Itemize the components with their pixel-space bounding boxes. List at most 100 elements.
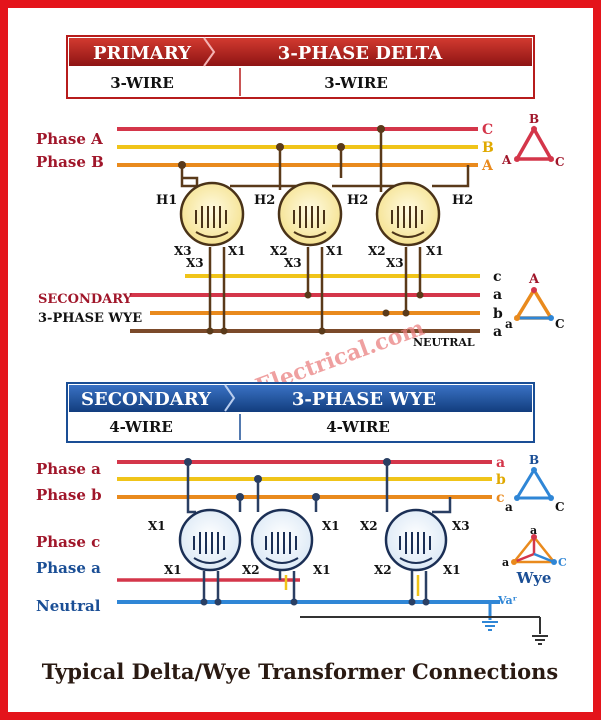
tap-dot	[206, 327, 214, 335]
secondary-label: SECONDARY	[38, 292, 133, 307]
transformer-diagram: PRIMARY 3-PHASE DELTA 3-WIRE 3-WIRE Phas…	[36, 35, 567, 684]
secondary-lines	[117, 460, 541, 634]
primary-banner-label: PRIMARY	[93, 43, 192, 64]
term-x3: X3	[452, 519, 470, 533]
phase-b-label: Phase B	[36, 153, 104, 171]
tap-dot	[382, 309, 390, 317]
tap-dot	[184, 458, 192, 466]
term-x1: X1	[426, 244, 444, 258]
tap-dot	[276, 143, 284, 151]
phase-b-label-2: Phase b	[36, 486, 102, 504]
delta-symbol: B A C	[501, 112, 565, 169]
tap-dot	[304, 291, 312, 299]
ground-icon	[532, 635, 548, 645]
svg-text:B: B	[529, 112, 539, 126]
term-h2: H2	[254, 193, 275, 208]
tap-dot	[200, 598, 208, 606]
term-x2: X2	[270, 244, 288, 258]
term-x1: X1	[313, 563, 331, 577]
neutral-label-2: Neutral	[36, 597, 101, 615]
secondary-transformer-2	[250, 508, 314, 572]
line-tag-b2: b	[496, 472, 506, 488]
wye-caption: Wye	[516, 569, 552, 587]
secondary-wire-right: 4-WIRE	[326, 418, 390, 436]
wye-star-symbol: a a C Wye	[502, 524, 567, 587]
line-tag-c2: c	[496, 490, 505, 506]
secondary-transformer-1	[178, 508, 242, 572]
secondary-taps	[186, 462, 452, 514]
line-tag-c: C	[482, 122, 493, 138]
svg-text:A: A	[501, 153, 512, 167]
primary-wire-left: 3-WIRE	[110, 74, 174, 92]
term-x2: X2	[368, 244, 386, 258]
term-x2: X2	[360, 519, 378, 533]
footer-title: Typical Delta/Wye Transformer Connection…	[42, 659, 559, 684]
phase-c-label-2: Phase c	[36, 533, 100, 551]
term-x1: X1	[443, 563, 461, 577]
secondary-banner-label: SECONDARY	[81, 389, 212, 410]
tap-dot	[408, 598, 416, 606]
secondary-banner: SECONDARY 3-PHASE WYE 4-WIRE 4-WIRE	[66, 382, 535, 443]
wye-triangle-symbol: A a C	[505, 272, 565, 331]
svg-text:C: C	[555, 155, 565, 169]
term-x1: X1	[326, 244, 344, 258]
svg-text:a: a	[505, 317, 513, 331]
phase-a-label-2: Phase a	[36, 460, 101, 478]
term-x1: X1	[322, 519, 340, 533]
sec-tag-a: a	[493, 287, 502, 303]
svg-text:A: A	[528, 272, 540, 287]
secondary-triangle-symbol: B a C	[505, 453, 565, 514]
primary-transformer-1	[179, 181, 245, 247]
tap-dot	[422, 598, 430, 606]
primary-secondary-drops	[208, 247, 422, 331]
tap-dot	[312, 493, 320, 501]
phase-a-label: Phase A	[36, 130, 103, 148]
term-x1: X1	[148, 519, 166, 533]
tap-dot	[377, 125, 385, 133]
term-x2: X2	[242, 563, 260, 577]
svg-text:C: C	[555, 500, 565, 514]
neutral-tag: Vaʳ	[497, 594, 518, 607]
term-x3: X3	[174, 244, 192, 258]
primary-transformer-3	[375, 181, 441, 247]
svg-text:C: C	[558, 556, 567, 569]
ground-icon	[482, 621, 498, 631]
tap-dot	[416, 291, 424, 299]
tap-dot	[383, 458, 391, 466]
term-h1: H1	[156, 193, 177, 208]
tap-dot	[220, 327, 228, 335]
secondary-banner-type: 3-PHASE WYE	[292, 389, 436, 410]
tap-dot	[290, 598, 298, 606]
secondary-type-label: 3-PHASE WYE	[38, 311, 142, 326]
term-h2: H2	[347, 193, 368, 208]
secondary-drops-color	[284, 575, 420, 596]
term-x3: X3	[186, 256, 204, 270]
secondary-transformer-3	[384, 508, 448, 572]
primary-banner-type: 3-PHASE DELTA	[278, 43, 443, 64]
svg-text:B: B	[529, 453, 539, 467]
neutral-label: NEUTRAL	[413, 336, 475, 349]
svg-text:C: C	[555, 317, 565, 331]
term-x1: X1	[164, 563, 182, 577]
primary-transformer-2	[277, 181, 343, 247]
term-x3: X3	[284, 256, 302, 270]
secondary-wire-left: 4-WIRE	[109, 418, 173, 436]
sec-tag-a: a	[493, 324, 502, 340]
primary-lines	[117, 127, 478, 167]
phase-a-label-3: Phase a	[36, 559, 101, 577]
term-h2: H2	[452, 193, 473, 208]
term-x3: X3	[386, 256, 404, 270]
line-tag-b: B	[482, 140, 494, 156]
line-tag-a: A	[481, 158, 494, 174]
primary-secondary-lines	[130, 274, 480, 333]
tap-dot	[254, 475, 262, 483]
secondary-drops	[202, 571, 428, 602]
primary-wire-right: 3-WIRE	[324, 74, 388, 92]
term-x1: X1	[228, 244, 246, 258]
tap-dot	[318, 327, 326, 335]
sec-tag-c: c	[493, 269, 502, 285]
term-x2: X2	[374, 563, 392, 577]
primary-banner: PRIMARY 3-PHASE DELTA 3-WIRE 3-WIRE	[66, 35, 535, 99]
svg-text:a: a	[530, 524, 537, 537]
